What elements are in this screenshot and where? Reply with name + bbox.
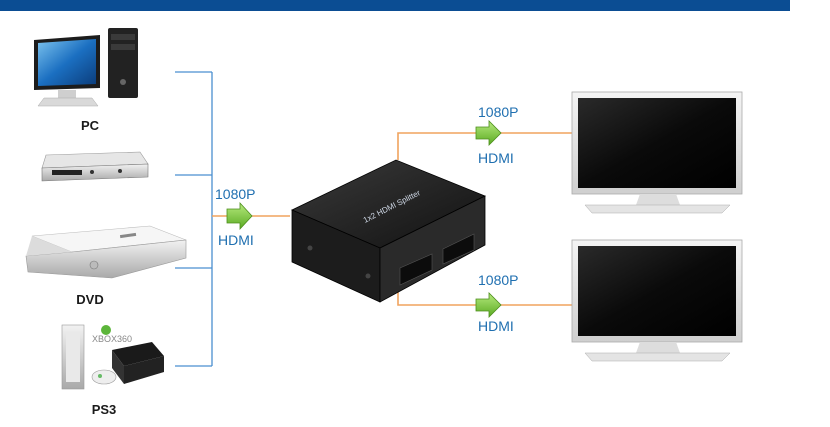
game-console-icon [61,324,164,390]
source-label-pc: PC [80,118,100,133]
source-label-dvd: DVD [76,292,104,307]
input-interface-label: HDMI [218,232,254,248]
tv-top-icon [571,91,743,214]
header-bar [0,0,790,11]
dvd-player-icon [25,225,187,279]
arrow-icon [475,292,502,318]
output-top-interface-label: HDMI [478,150,514,166]
output-top-resolution-label: 1080P [478,104,519,120]
header-bar-gap [790,0,830,11]
hdmi-splitter-device [291,159,486,303]
pc-icon [34,28,138,107]
input-resolution-label: 1080P [215,186,256,202]
tv-bottom-icon [571,239,743,362]
source-label-ps3: PS3 [91,402,117,417]
source-connection-lines [175,71,213,367]
arrow-icon [226,201,253,231]
set-top-box-icon [41,151,149,182]
arrow-icon [475,120,502,146]
output-bottom-resolution-label: 1080P [478,272,519,288]
output-bottom-interface-label: HDMI [478,318,514,334]
xbox-logo-text: XBOX360 [92,334,132,344]
